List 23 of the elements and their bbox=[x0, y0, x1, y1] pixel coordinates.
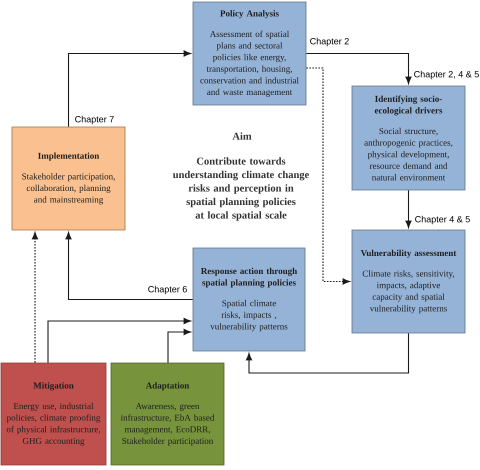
process-box: Policy Analysis Assessment of spatial plans and sectoral policies like energy, transportation, housing, conservation and industrial and waste management bbox=[192, 2, 306, 106]
arrow bbox=[405, 190, 412, 228]
arrow bbox=[47, 318, 191, 363]
arrow bbox=[68, 50, 191, 127]
side-label: Chapter 2 bbox=[310, 38, 349, 46]
process-box: Identifying socio-ecological drivers Social structure, anthropogenic practices, physical development, resource demand and natural environment bbox=[352, 86, 466, 190]
arrow bbox=[167, 328, 191, 363]
dashed-arrow bbox=[306, 67, 350, 285]
process-box: Implementation Stakeholder participation, collaboration, planning and mainstreaming bbox=[12, 126, 126, 230]
dashed-arrow bbox=[32, 232, 38, 363]
process-box: Response action through spatial planning policies Spatial climate risks, impacts , vulnerability patterns bbox=[192, 248, 306, 352]
arrow bbox=[65, 232, 193, 300]
paragraph: Contribute towards understanding climate change risks and perception in spatial planning policies at local spatial scale bbox=[172, 157, 309, 221]
side-label: Chapter 7 bbox=[75, 116, 114, 124]
side-label: Chapter 6 bbox=[148, 286, 187, 294]
side-label: Chapter 2, 4 & 5 bbox=[414, 70, 479, 80]
process-box: Vulnerability assessment Climate risks, sensitivity, impacts, adaptive capacity and spatial vulnerability patterns bbox=[352, 230, 466, 334]
arrow bbox=[246, 333, 410, 374]
side-label: Chapter 4 & 5 bbox=[415, 216, 470, 224]
arrow bbox=[306, 52, 412, 84]
process-box: Mitigation Energy use, industrial policies, climate proofing of physical infrastructure, GHG accounting bbox=[0, 362, 106, 466]
heading: Aim bbox=[232, 132, 252, 140]
process-box: Adaptation Awareness, green infrastructure, EbA based management, EcoDRR, Stakeholder participation bbox=[110, 362, 224, 466]
